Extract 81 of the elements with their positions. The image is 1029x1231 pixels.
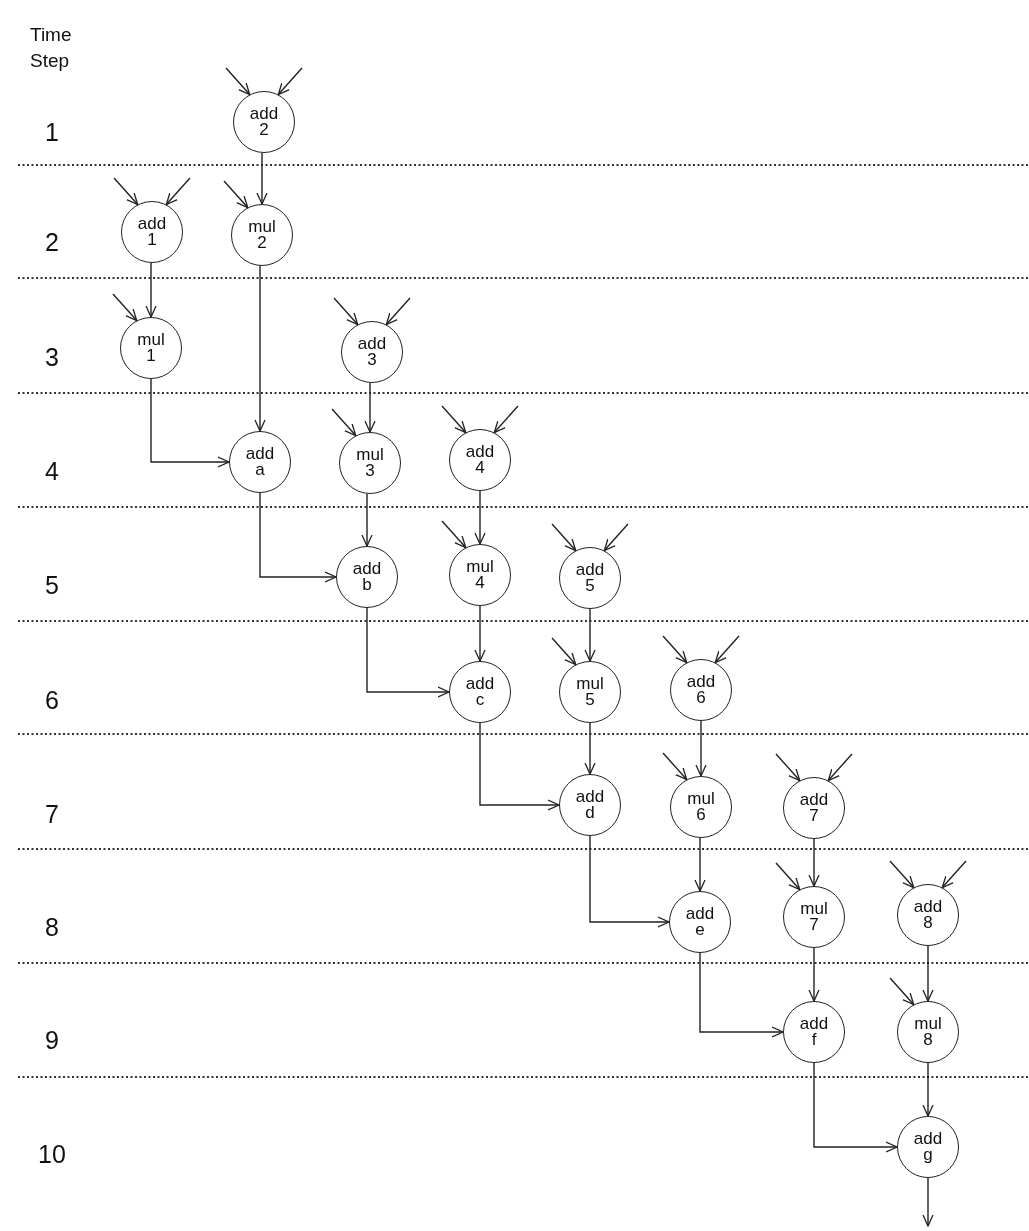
operation-label: add 5 bbox=[575, 561, 605, 595]
arrow bbox=[551, 637, 577, 666]
arrow bbox=[361, 493, 373, 547]
arrow bbox=[364, 382, 376, 433]
time-step-number: 3 bbox=[45, 343, 59, 372]
time-step-number: 8 bbox=[45, 913, 59, 942]
arrow bbox=[808, 838, 820, 887]
arrow bbox=[813, 1062, 898, 1153]
arrow bbox=[775, 753, 801, 782]
operation-label: add d bbox=[575, 788, 605, 822]
arrow bbox=[827, 753, 853, 782]
operation-label: add 3 bbox=[357, 335, 387, 369]
time-step-number: 4 bbox=[45, 457, 59, 486]
operation-label: add 7 bbox=[799, 791, 829, 825]
arrow bbox=[889, 977, 915, 1006]
arrow bbox=[662, 635, 688, 664]
operation-label: mul 7 bbox=[800, 900, 828, 934]
arrow bbox=[662, 752, 688, 781]
time-step-number: 9 bbox=[45, 1026, 59, 1055]
arrow bbox=[112, 293, 138, 322]
operation-label: add f bbox=[799, 1015, 829, 1049]
arrow bbox=[699, 952, 784, 1038]
arrow bbox=[603, 523, 629, 552]
arrow bbox=[474, 490, 486, 545]
operation-label: mul 5 bbox=[576, 675, 604, 709]
arrow bbox=[256, 152, 268, 205]
arrow bbox=[385, 297, 411, 326]
operation-label: mul 1 bbox=[137, 331, 165, 365]
arrow bbox=[113, 177, 139, 206]
arrow bbox=[922, 945, 934, 1002]
arrow bbox=[694, 837, 706, 892]
arrow bbox=[493, 405, 519, 434]
arrow bbox=[254, 265, 266, 432]
operation-label: add g bbox=[913, 1130, 943, 1164]
arrow bbox=[589, 835, 670, 928]
operation-label: add 4 bbox=[465, 443, 495, 477]
arrow bbox=[922, 1177, 934, 1227]
arrow bbox=[695, 720, 707, 777]
operation-label: mul 3 bbox=[356, 446, 384, 480]
arrow bbox=[331, 408, 357, 437]
operation-label: add 2 bbox=[249, 105, 279, 139]
arrow bbox=[259, 492, 337, 583]
arrow bbox=[922, 1062, 934, 1117]
operation-label: add e bbox=[685, 905, 715, 939]
arrow bbox=[808, 947, 820, 1002]
arrow bbox=[225, 67, 251, 96]
arrow bbox=[277, 67, 303, 96]
arrow bbox=[551, 523, 577, 552]
arrow bbox=[775, 862, 801, 891]
arrow bbox=[714, 635, 740, 664]
time-step-number: 7 bbox=[45, 800, 59, 829]
arrow bbox=[479, 722, 560, 811]
arrow bbox=[941, 860, 967, 889]
arrow bbox=[441, 405, 467, 434]
arrow bbox=[889, 860, 915, 889]
arrow bbox=[150, 378, 230, 468]
operation-label: add 1 bbox=[137, 215, 167, 249]
operation-label: add a bbox=[245, 445, 275, 479]
arrow bbox=[223, 180, 249, 209]
arrow bbox=[474, 605, 486, 662]
arrow bbox=[145, 262, 157, 318]
arrow bbox=[584, 608, 596, 662]
time-step-number: 6 bbox=[45, 686, 59, 715]
arrow bbox=[366, 607, 450, 698]
arrow bbox=[165, 177, 191, 206]
operation-label: add 6 bbox=[686, 673, 716, 707]
time-step-number: 5 bbox=[45, 571, 59, 600]
arrow bbox=[584, 722, 596, 775]
arrow bbox=[333, 297, 359, 326]
arrow bbox=[441, 520, 467, 549]
time-step-number: 10 bbox=[38, 1140, 66, 1169]
operation-label: add 8 bbox=[913, 898, 943, 932]
operation-label: mul 6 bbox=[687, 790, 715, 824]
operation-label: mul 2 bbox=[248, 218, 276, 252]
axis-title: Time Step bbox=[30, 23, 72, 73]
operation-label: mul 8 bbox=[914, 1015, 942, 1049]
time-step-number: 1 bbox=[45, 118, 59, 147]
time-step-number: 2 bbox=[45, 228, 59, 257]
operation-label: add c bbox=[465, 675, 495, 709]
operation-label: add b bbox=[352, 560, 382, 594]
operation-label: mul 4 bbox=[466, 558, 494, 592]
